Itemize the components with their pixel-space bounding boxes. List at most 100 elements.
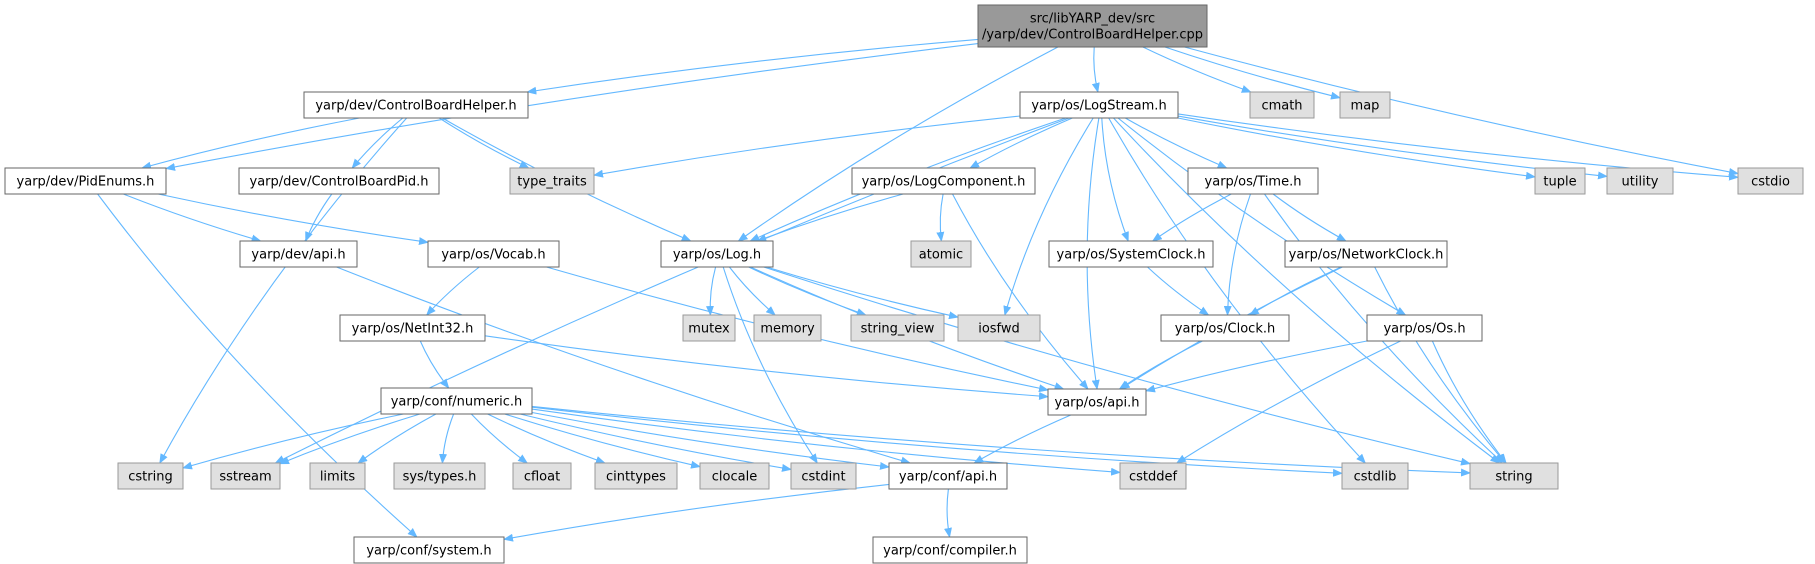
edge-netint32-to-numeric [419,340,450,389]
node-logcomp[interactable]: yarp/os/LogComponent.h [851,167,1036,195]
edge-vocab-to-netint32 [426,266,480,316]
node-osapi-box [1047,388,1147,416]
node-sysclock-label: yarp/os/SystemClock.h [1057,248,1206,263]
node-cstdint-label: cstdint [801,470,845,485]
node-cstring: cstring [117,462,184,490]
edge-numeric-to-confapi [531,411,890,470]
edge-log-to-mutex [705,266,717,316]
node-cstring-label: cstring [128,470,172,485]
node-pidenums-label: yarp/dev/PidEnums.h [17,175,155,190]
edge-log-to-cstdint [722,266,818,464]
edge-logstream-to-tuple [1177,117,1536,180]
node-system-box [353,536,505,564]
node-osapi[interactable]: yarp/os/api.h [1047,388,1147,416]
node-clock[interactable]: yarp/os/Clock.h [1160,314,1290,342]
edge-clock-to-osapi [1118,340,1203,390]
node-cmath: cmath [1249,91,1315,119]
node-logstream-label: yarp/os/LogStream.h [1031,99,1166,114]
node-cmath-box [1249,91,1315,119]
edge-numeric-to-cstdint [519,413,792,472]
node-netint32[interactable]: yarp/os/NetInt32.h [339,314,486,342]
edge-cbpid-to-devapi [305,193,333,242]
edge-numeric-to-cinttypes [487,413,606,464]
node-utility: utility [1606,167,1674,195]
node-compiler-box [872,536,1028,564]
node-devapi-box [239,240,358,268]
node-cstddef-label: cstddef [1129,470,1178,485]
node-compiler[interactable]: yarp/conf/compiler.h [872,536,1028,564]
edge-logstream-to-string [1113,117,1501,464]
node-log[interactable]: yarp/os/Log.h [660,240,774,268]
node-utility-box [1606,167,1674,195]
node-logcomp-label: yarp/os/LogComponent.h [862,175,1026,190]
edge-root-to-cmath [1142,46,1252,93]
edge-logstream-to-time [1125,117,1228,169]
edge-os-to-string [1431,340,1507,464]
node-sstream-box [210,462,281,490]
edge-time-to-sysclock [1151,193,1232,242]
node-system-label: yarp/conf/system.h [366,544,491,559]
edge-numeric-to-cstddef [531,408,1121,476]
edge-numeric-to-string [531,405,1471,477]
node-confapi-box [888,462,1008,490]
edge-pidenums-to-vocab [158,193,429,245]
node-limits: limits [309,462,366,490]
node-string-box [1469,462,1559,490]
edge-netclock-to-clock [1248,266,1342,316]
node-limits-label: limits [320,470,356,485]
node-netclock[interactable]: yarp/os/NetworkClock.h [1284,240,1448,268]
edge-root-to-map [1164,46,1341,100]
node-time-label: yarp/os/Time.h [1205,175,1302,190]
node-time[interactable]: yarp/os/Time.h [1187,167,1319,195]
node-system[interactable]: yarp/conf/system.h [353,536,505,564]
node-cstdint: cstdint [790,462,857,490]
node-cbpid[interactable]: yarp/dev/ControlBoardPid.h [238,167,440,195]
edge-numeric-to-cstring [182,413,404,470]
edge-numeric-to-systypes [439,413,455,464]
node-netint32-label: yarp/os/NetInt32.h [352,322,474,337]
node-root[interactable]: src/libYARP_dev/src/yarp/dev/ControlBoar… [977,4,1208,48]
node-cbh-box [303,91,529,119]
node-cstddef: cstddef [1119,462,1187,490]
node-cfloat: cfloat [512,462,572,490]
node-devapi[interactable]: yarp/dev/api.h [239,240,358,268]
node-pidenums[interactable]: yarp/dev/PidEnums.h [4,167,167,195]
node-cbpid-label: yarp/dev/ControlBoardPid.h [250,175,429,190]
node-cbpid-box [238,167,440,195]
node-logcomp-box [851,167,1036,195]
node-log-label: yarp/os/Log.h [673,248,761,263]
node-cinttypes: cinttypes [594,462,678,490]
node-netclock-label: yarp/os/NetworkClock.h [1289,248,1444,263]
edge-logstream-to-os [1117,117,1407,316]
node-osapi-label: yarp/os/api.h [1055,396,1140,411]
node-type_traits-box [509,167,595,195]
node-sysclock[interactable]: yarp/os/SystemClock.h [1048,240,1214,268]
node-os[interactable]: yarp/os/Os.h [1366,314,1483,342]
node-confapi[interactable]: yarp/conf/api.h [888,462,1008,490]
node-clocale-label: clocale [712,470,757,485]
edge-logcomp-to-atomic [936,193,945,242]
node-cbh[interactable]: yarp/dev/ControlBoardHelper.h [303,91,529,119]
edge-osapi-to-confapi [973,414,1072,464]
node-pidenums-box [4,167,167,195]
node-root-label: /yarp/dev/ControlBoardHelper.cpp [982,28,1203,43]
edge-numeric-to-limits [357,413,437,464]
node-root-box [977,4,1208,48]
node-cstddef-box [1119,462,1187,490]
node-memory: memory [753,314,822,342]
node-string_view-label: string_view [861,322,935,337]
node-logstream[interactable]: yarp/os/LogStream.h [1019,91,1179,119]
node-cstdlib-box [1341,462,1409,490]
node-sstream-label: sstream [219,470,271,485]
node-iosfwd-box [957,314,1041,342]
node-cinttypes-box [594,462,678,490]
edge-confapi-to-compiler [944,488,952,538]
edge-log-to-iosfwd [766,266,959,320]
node-numeric[interactable]: yarp/conf/numeric.h [380,387,533,415]
edge-pidenums-to-devapi [123,193,262,243]
node-cbh-label: yarp/dev/ControlBoardHelper.h [315,99,516,114]
node-atomic-label: atomic [919,248,963,263]
node-cfloat-box [512,462,572,490]
node-vocab[interactable]: yarp/os/Vocab.h [427,240,560,268]
node-compiler-label: yarp/conf/compiler.h [883,544,1017,559]
